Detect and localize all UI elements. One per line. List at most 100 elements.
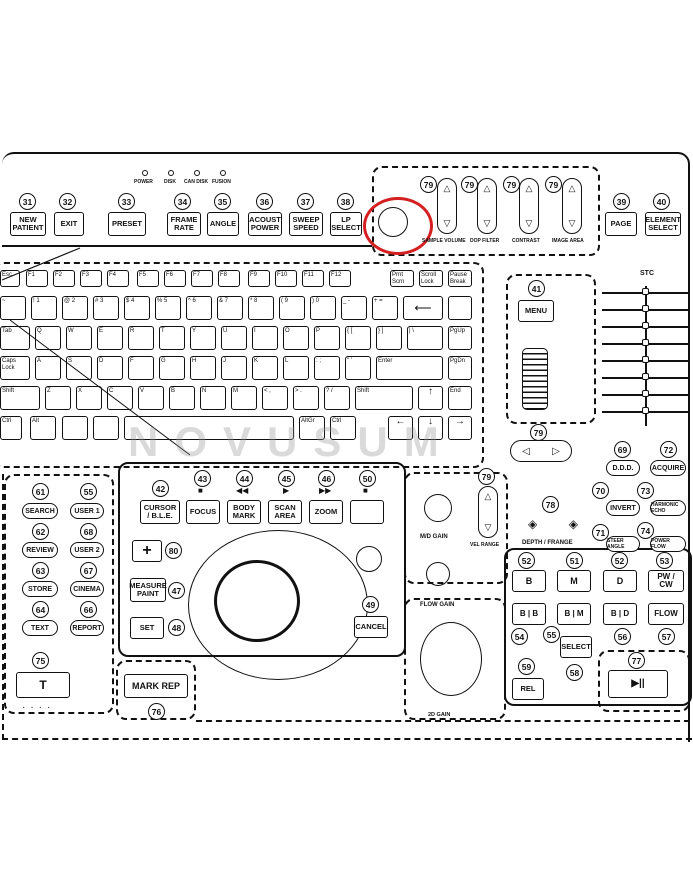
scan-area-button[interactable]: SCAN AREA [268, 500, 302, 524]
flow-gain-knob[interactable] [420, 622, 482, 696]
key-m[interactable]: M [231, 386, 257, 410]
key-shift-left[interactable]: Shift [0, 386, 40, 410]
key-q[interactable]: Q [35, 326, 61, 350]
key-f10[interactable]: F10 [275, 270, 297, 287]
rel-button[interactable]: REL [512, 678, 544, 700]
stc-knob-6[interactable] [642, 373, 649, 380]
page-button[interactable]: PAGE [605, 212, 637, 236]
stc-knob-4[interactable] [642, 339, 649, 346]
exit-button[interactable]: EXIT [54, 212, 84, 236]
b-mode-button[interactable]: B [512, 570, 546, 592]
harmonic-echo-button[interactable]: HARMONIC ECHO [650, 500, 686, 516]
key-4[interactable]: $ 4 [124, 296, 150, 320]
key-y[interactable]: Y [190, 326, 216, 350]
key-f5[interactable]: F5 [137, 270, 159, 287]
select-button[interactable]: SELECT [560, 636, 592, 658]
key-3[interactable]: # 3 [93, 296, 119, 320]
key-shift-right[interactable]: Shift [355, 386, 413, 410]
key-arrow-right[interactable]: → [448, 416, 472, 440]
user-2-button[interactable]: USER 2 [70, 542, 104, 558]
key-f[interactable]: F [128, 356, 154, 380]
key-h[interactable]: H [190, 356, 216, 380]
key-blank-r2[interactable] [448, 296, 472, 320]
key-0[interactable]: ) 0 [310, 296, 336, 320]
power-flow-button[interactable]: POWER FLOW [650, 536, 686, 552]
key-f12[interactable]: F12 [329, 270, 351, 287]
key-x[interactable]: X [76, 386, 102, 410]
key-arrow-up[interactable]: ↑ [418, 386, 443, 410]
user-1-button[interactable]: USER 1 [70, 503, 104, 519]
trackball[interactable] [214, 560, 300, 642]
invert-button[interactable]: INVERT [606, 500, 640, 516]
key-7[interactable]: & 7 [217, 296, 243, 320]
key-arrow-down[interactable]: ↓ [418, 416, 443, 440]
key-tilde[interactable]: ~ [0, 296, 26, 320]
key-bracket-left[interactable]: { [ [345, 326, 371, 350]
key-g[interactable]: G [159, 356, 185, 380]
cancel-button[interactable]: CANCEL [354, 616, 388, 638]
stc-knob-5[interactable] [642, 356, 649, 363]
stc-knob-3[interactable] [642, 322, 649, 329]
key-2[interactable]: @ 2 [62, 296, 88, 320]
stc-knob-2[interactable] [642, 305, 649, 312]
key-end[interactable]: End [448, 386, 472, 410]
key-arrow-left[interactable]: ← [388, 416, 413, 440]
new-patient-button[interactable]: NEW PATIENT [10, 212, 46, 236]
bd-mode-button[interactable]: B | D [603, 603, 637, 625]
depth-focus-control[interactable]: ◈◈ [528, 513, 578, 535]
body-mark-button[interactable]: BODY MARK [227, 500, 261, 524]
key-w[interactable]: W [66, 326, 92, 350]
key-j[interactable]: J [221, 356, 247, 380]
key-r[interactable]: R [128, 326, 154, 350]
key-u[interactable]: U [221, 326, 247, 350]
key-s[interactable]: S [66, 356, 92, 380]
key-9[interactable]: ( 9 [279, 296, 305, 320]
ddd-button[interactable]: D.D.D. [606, 460, 640, 476]
key-minus[interactable]: _ - [341, 296, 367, 320]
key-i[interactable]: I [252, 326, 278, 350]
wheel-control[interactable]: ◁▷ [510, 440, 572, 462]
element-select-button[interactable]: ELEMENT SELECT [645, 212, 681, 236]
small-knob[interactable] [356, 546, 382, 572]
md-gain-knob[interactable] [418, 488, 458, 528]
key-ctrl-left[interactable]: Ctrl [0, 416, 22, 440]
key-v[interactable]: V [138, 386, 164, 410]
stc-knob-7[interactable] [642, 390, 649, 397]
acquire-button[interactable]: ACQUIRE [650, 460, 686, 476]
key-n[interactable]: N [200, 386, 226, 410]
measure-paint-button[interactable]: MEASURE PAINT [129, 578, 167, 602]
t-button[interactable]: T [16, 672, 70, 698]
report-button[interactable]: REPORT [70, 620, 104, 636]
key-f2[interactable]: F2 [53, 270, 75, 287]
key-enter[interactable]: Enter [376, 356, 443, 380]
key-space[interactable] [124, 416, 294, 440]
sample-volume-rocker[interactable]: △▽ [437, 178, 457, 234]
key-quote[interactable]: " ' [345, 356, 371, 380]
lp-select-button[interactable]: LP SELECT [330, 212, 362, 236]
key-l[interactable]: L [283, 356, 309, 380]
key-d[interactable]: D [97, 356, 123, 380]
store-button[interactable]: STORE [22, 581, 58, 597]
key-6[interactable]: ^ 6 [186, 296, 212, 320]
key-ctrl-right[interactable]: Ctrl [330, 416, 356, 440]
scroll-wheel[interactable] [522, 348, 548, 410]
key-t[interactable]: T [159, 326, 185, 350]
key-backspace[interactable]: ⟵ [403, 296, 443, 320]
key-semicolon[interactable]: : ; [314, 356, 340, 380]
d-mode-button[interactable]: D [603, 570, 637, 592]
key-k[interactable]: K [252, 356, 278, 380]
plus-button[interactable]: + [132, 540, 162, 562]
flow-mode-button[interactable]: FLOW [648, 603, 684, 625]
acoust-power-button[interactable]: ACOUST POWER [248, 212, 282, 236]
mark-rep-button[interactable]: MARK REP [124, 674, 188, 698]
key-pause-break[interactable]: Pause Break [448, 270, 472, 287]
key-o[interactable]: O [283, 326, 309, 350]
angle-button[interactable]: ANGLE [207, 212, 239, 236]
key-f1[interactable]: F1 [26, 270, 48, 287]
frame-rate-button[interactable]: FRAME RATE [167, 212, 201, 236]
key-e[interactable]: E [97, 326, 123, 350]
sweep-speed-button[interactable]: SWEEP SPEED [289, 212, 323, 236]
steer-angle-button[interactable]: STEER ANGLE [606, 536, 640, 552]
cinema-button[interactable]: CINEMA [70, 581, 104, 597]
key-blank-1[interactable] [62, 416, 88, 440]
